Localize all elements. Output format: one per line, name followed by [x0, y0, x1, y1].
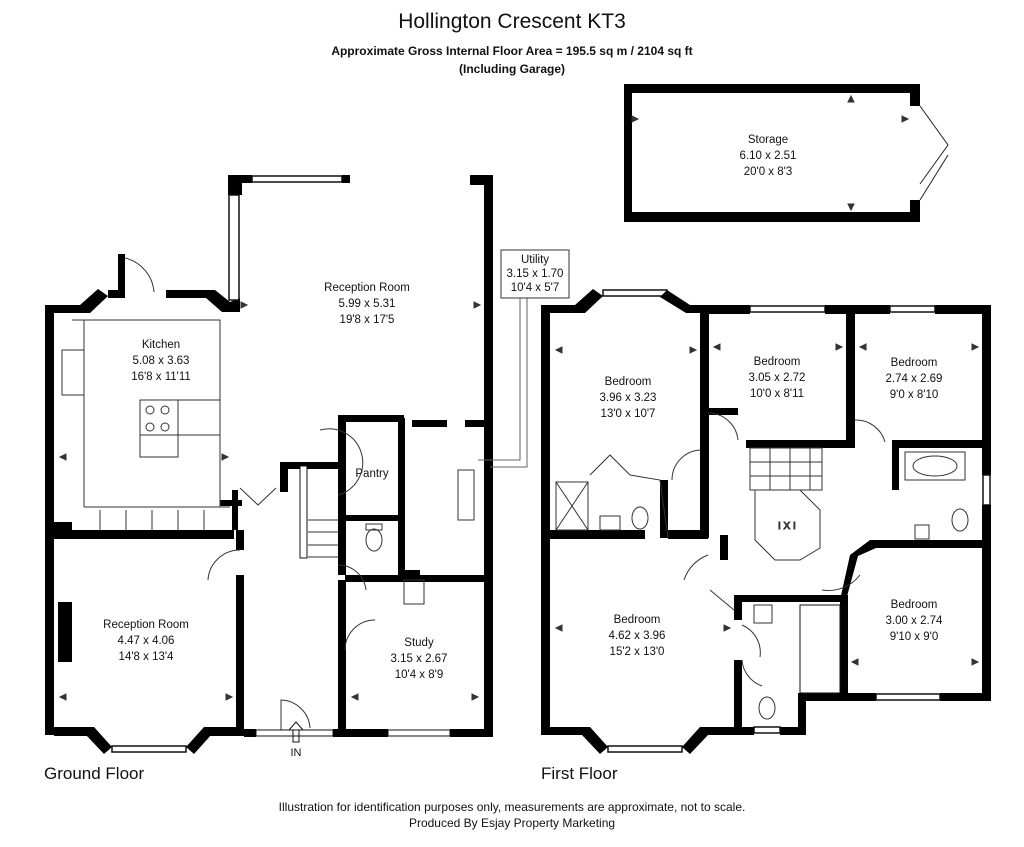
storage-metric: 6.10 x 2.51	[740, 150, 797, 162]
ground-floor-fixtures	[61, 257, 528, 737]
bedroom1-metric: 3.96 x 3.23	[600, 392, 657, 404]
svg-text:I X I: I X I	[778, 521, 796, 532]
study-name: Study	[404, 637, 434, 649]
ground-floor-label: Ground Floor	[44, 764, 145, 783]
bedroom4-name: Bedroom	[614, 614, 661, 626]
bedroom2-name: Bedroom	[754, 356, 801, 368]
first-floor-walls	[541, 289, 991, 754]
kitchen-imperial: 16'8 x 11'11	[131, 371, 191, 383]
floor-area-line: Approximate Gross Internal Floor Area = …	[331, 44, 693, 58]
bedroom3-imperial: 9'0 x 8'10	[890, 389, 939, 401]
bedroom4-imperial: 15'2 x 13'0	[610, 646, 665, 658]
ground-floor-walls	[45, 175, 493, 754]
reception-main-imperial: 19'8 x 17'5	[340, 314, 395, 326]
study-imperial: 10'4 x 8'9	[395, 669, 444, 681]
reception-front-name: Reception Room	[103, 619, 189, 631]
disclaimer-text: Illustration for identification purposes…	[278, 800, 746, 814]
storage-building	[624, 84, 949, 222]
bedroom5-imperial: 9'10 x 9'0	[890, 631, 939, 643]
bedroom3-metric: 2.74 x 2.69	[886, 373, 943, 385]
entrance-label: IN	[291, 747, 302, 759]
bedroom1-name: Bedroom	[605, 376, 652, 388]
garage-note: (Including Garage)	[458, 62, 565, 76]
bedroom1-imperial: 13'0 x 10'7	[601, 408, 656, 420]
reception-front-metric: 4.47 x 4.06	[118, 635, 175, 647]
kitchen-metric: 5.08 x 3.63	[133, 355, 190, 367]
reception-front-imperial: 14'8 x 13'4	[119, 651, 175, 663]
storage-name: Storage	[748, 134, 788, 146]
utility-imperial: 10'4 x 5'7	[511, 282, 560, 294]
first-floor-fixtures: I X I	[555, 412, 969, 720]
bedroom2-metric: 3.05 x 2.72	[749, 372, 806, 384]
first-floor-label: First Floor	[541, 764, 618, 783]
utility-metric: 3.15 x 1.70	[507, 268, 564, 280]
plan-title: Hollington Crescent KT3	[398, 10, 626, 33]
bedroom5-metric: 3.00 x 2.74	[886, 615, 944, 627]
bedroom2-imperial: 10'0 x 8'11	[750, 388, 804, 400]
bedroom4-metric: 4.62 x 3.96	[609, 630, 666, 642]
producer-credit: Produced By Esjay Property Marketing	[408, 816, 616, 830]
pantry-name: Pantry	[355, 468, 388, 480]
reception-main-metric: 5.99 x 5.31	[339, 298, 396, 310]
storage-imperial: 20'0 x 8'3	[744, 166, 793, 178]
bedroom5-name: Bedroom	[891, 599, 938, 611]
entrance-arrow-icon	[287, 721, 305, 743]
reception-main-name: Reception Room	[324, 282, 410, 294]
bedroom3-name: Bedroom	[891, 357, 938, 369]
study-metric: 3.15 x 2.67	[391, 653, 448, 665]
dimension-arrow-icons	[58, 94, 980, 701]
kitchen-name: Kitchen	[142, 339, 180, 351]
utility-name: Utility	[521, 254, 549, 266]
